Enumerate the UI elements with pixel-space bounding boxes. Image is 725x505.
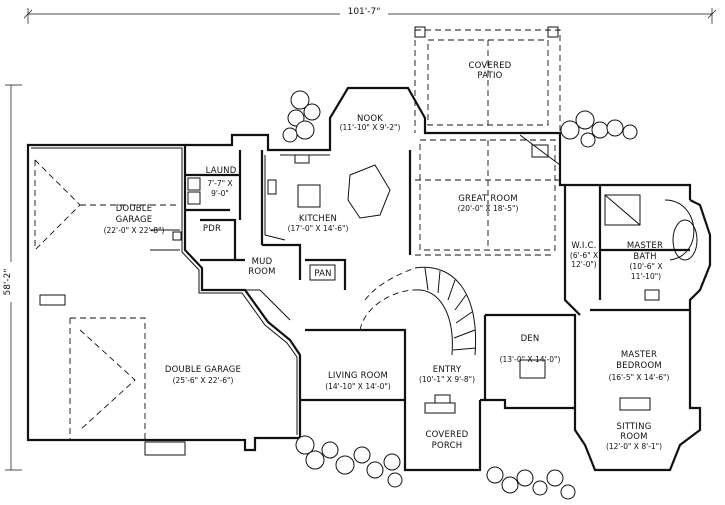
- double-garage-upper-name-line2: GARAGE: [116, 215, 153, 225]
- double-garage-lower-size: (25'-6" X 22'-6"): [173, 376, 234, 385]
- master-bath-size-line2: 11'-10"): [631, 272, 661, 281]
- great-room-name: GREAT ROOM: [458, 194, 518, 204]
- room-label-double-garage-lower: DOUBLE GARAGE (25'-6" X 22'-6"): [165, 365, 241, 385]
- sitting-room-size: (12'-0" X 8'-1"): [606, 442, 662, 451]
- room-label-pdr: PDR: [203, 224, 221, 234]
- mud-room-name-line2: ROOM: [248, 267, 275, 277]
- room-label-master-bedroom: MASTER BEDROOM (16'-5" X 14'-6"): [609, 350, 670, 382]
- nook-name: NOOK: [357, 114, 383, 124]
- pantry-name: PAN: [314, 269, 331, 279]
- room-label-master-bath: MASTER BATH (10'-6" X 11'-10"): [627, 241, 663, 281]
- room-label-living-room: LIVING ROOM (14'-10" X 14'-0"): [325, 371, 391, 391]
- entry-name: ENTRY: [433, 365, 462, 375]
- master-bath-name-line1: MASTER: [627, 241, 663, 251]
- landscape-shrubs: [282, 90, 638, 500]
- covered-patio-name-line2: PATIO: [477, 71, 502, 81]
- garage-details: [34, 159, 186, 456]
- room-label-double-garage-upper: DOUBLE GARAGE (22'-0" X 22'-8"): [104, 204, 165, 235]
- double-garage-upper-size: (22'-0" X 22'-8"): [104, 226, 165, 235]
- master-bedroom-name-line2: BEDROOM: [616, 361, 662, 371]
- living-room-size: (14'-10" X 14'-0"): [325, 382, 391, 391]
- laundry-name: LAUND: [206, 166, 237, 176]
- mud-room-name-line1: MUD: [252, 257, 273, 267]
- room-label-entry: ENTRY (10'-1" X 9'-8"): [419, 365, 475, 384]
- room-label-great-room: GREAT ROOM (20'-0" X 18'-5"): [458, 194, 519, 213]
- exterior-walls: [26, 26, 712, 472]
- den-name: DEN: [521, 334, 540, 344]
- overall-width-dimension: 101'-7": [23, 4, 717, 24]
- kitchen-name: KITCHEN: [299, 214, 337, 224]
- sitting-room-name-line1: SITTING: [617, 422, 652, 432]
- covered-porch-name-line2: PORCH: [432, 441, 463, 451]
- great-room-size: (20'-0" X 18'-5"): [458, 204, 519, 213]
- nook-size: (11'-10" X 9'-2"): [340, 123, 401, 132]
- double-garage-lower-name: DOUBLE GARAGE: [165, 365, 241, 375]
- master-bedroom-name-line1: MASTER: [621, 350, 657, 360]
- interior-walls-west: [185, 150, 391, 321]
- room-label-nook: NOOK (11'-10" X 9'-2"): [340, 114, 401, 132]
- overall-depth-label: 58'-2": [3, 268, 13, 295]
- overall-width-label: 101'-7": [348, 7, 381, 17]
- room-label-covered-patio: COVERED PATIO: [469, 61, 512, 81]
- laundry-size-line2: 9'-0": [211, 189, 229, 198]
- master-bedroom-size: (16'-5" X 14'-6"): [609, 373, 670, 382]
- covered-porch-name-line1: COVERED: [426, 430, 469, 440]
- master-bath-size-line1: (10'-6" X: [630, 262, 663, 271]
- interior-walls-center: [305, 134, 698, 414]
- room-label-pantry: PAN: [314, 269, 331, 279]
- laundry-size-line1: 7'-7" X: [207, 179, 232, 188]
- room-label-mud-room: MUD ROOM: [248, 257, 275, 277]
- room-label-covered-porch: COVERED PORCH: [426, 430, 469, 451]
- covered-patio-name-line1: COVERED: [469, 61, 512, 71]
- room-label-sitting-room: SITTING ROOM (12'-0" X 8'-1"): [606, 422, 662, 451]
- double-garage-upper-name-line1: DOUBLE: [116, 204, 153, 214]
- sitting-room-name-line2: ROOM: [620, 432, 647, 442]
- room-label-laundry: LAUND 7'-7" X 9'-0": [206, 166, 237, 198]
- wic-size-line2: 12'-0"): [571, 260, 597, 269]
- living-room-name: LIVING ROOM: [328, 371, 388, 381]
- entry-size: (10'-1" X 9'-8"): [419, 375, 475, 384]
- den-size: (13'-0" X 14'-0"): [500, 355, 561, 364]
- room-label-wic: W.I.C. (6'-6" X 12'-0"): [570, 241, 598, 269]
- wic-size-line1: (6'-6" X: [570, 251, 598, 260]
- wic-name: W.I.C.: [571, 241, 596, 251]
- kitchen-size: (17'-0" X 14'-6"): [288, 224, 349, 233]
- pdr-name: PDR: [203, 224, 221, 234]
- room-label-den: DEN (13'-0" X 14'-0"): [500, 334, 561, 364]
- room-label-kitchen: KITCHEN (17'-0" X 14'-6"): [288, 214, 349, 233]
- master-bath-name-line2: BATH: [633, 252, 656, 262]
- overall-depth-dimension: 58'-2": [3, 84, 22, 471]
